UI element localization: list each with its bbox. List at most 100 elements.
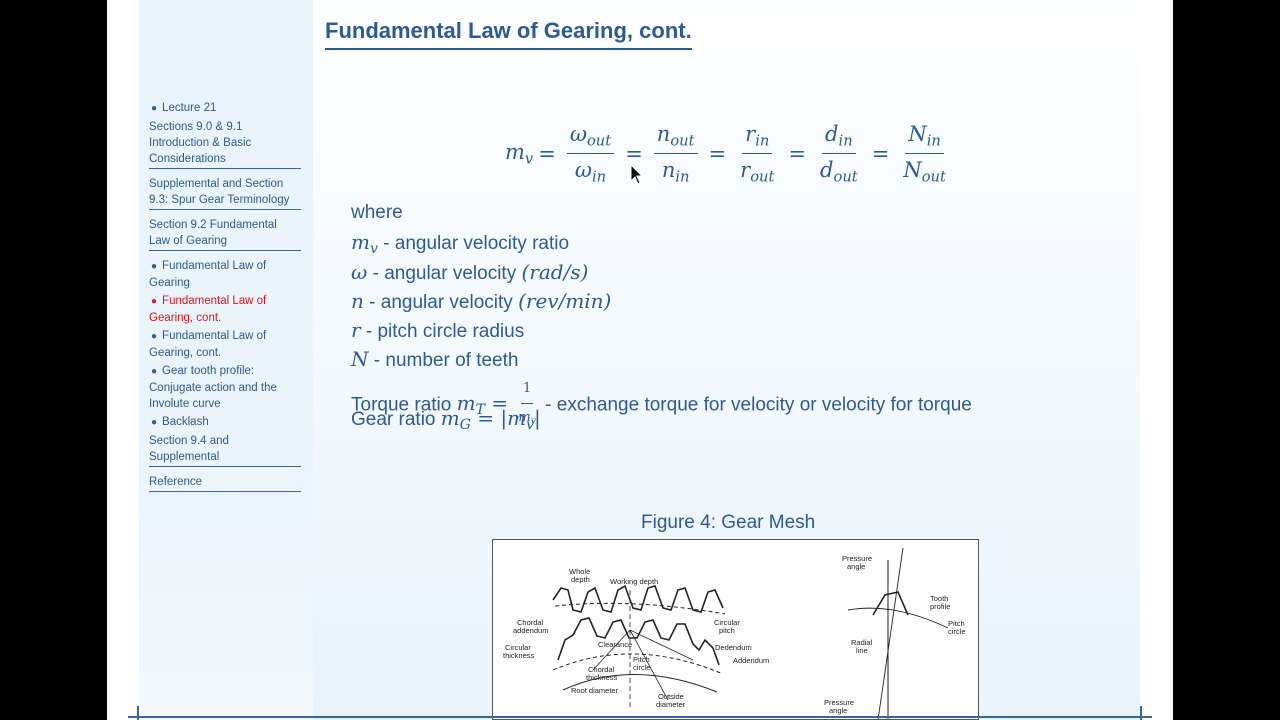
label-chordal-thickness-2: thickness	[586, 673, 618, 682]
label-tooth-profile-2: profile	[930, 602, 950, 611]
label-pressure-angle-top: Pressure	[842, 554, 872, 563]
equation-fraction-2: rin rout	[737, 122, 777, 186]
bullet-icon: ●	[151, 103, 158, 114]
label-chordal-thickness: Chordal	[588, 665, 615, 674]
label-pressure-angle-bottom-2: angle	[829, 706, 847, 715]
label-whole-depth-2: depth	[571, 575, 590, 584]
bottom-rule-tick-left	[137, 706, 139, 720]
equation-lhs: mv	[505, 140, 534, 168]
sidebar-item-label: Reference	[149, 476, 203, 488]
equals-sign: =	[788, 141, 807, 166]
sidebar-item-label: Fundamental Law of Gearing, cont.	[149, 295, 267, 324]
label-working-depth: Working depth	[610, 577, 658, 586]
sidebar-item-10[interactable]: Reference	[149, 474, 301, 492]
bottom-rule	[128, 716, 1152, 718]
n-definition: n - angular velocity (rev/min)	[351, 288, 612, 313]
sidebar-item-label: Fundamental Law of Gearing, cont.	[149, 330, 267, 359]
sidebar-item-5[interactable]: ●Fundamental Law of Gearing, cont.	[149, 293, 301, 326]
label-circular-pitch-2: pitch	[719, 626, 735, 635]
label-radial-line-2: line	[856, 646, 868, 655]
navigation-sidebar	[139, 0, 313, 720]
sidebar-item-3[interactable]: Section 9.2 Fundamental Law of Gearing	[149, 217, 301, 251]
label-pitch-circle: Pitch	[633, 655, 650, 664]
label-circular-thickness-2: thickness	[503, 651, 535, 660]
fraction-denominator: dout	[820, 158, 858, 186]
sidebar-item-4[interactable]: ●Fundamental Law of Gearing	[149, 258, 301, 291]
mouse-cursor-icon	[630, 164, 644, 185]
sidebar-item-label: Lecture 21	[162, 102, 217, 114]
sidebar-item-label: Supplemental and Section 9.3: Spur Gear …	[149, 178, 290, 206]
equals-sign: =	[871, 141, 890, 166]
equation-fraction-1: nout nin	[653, 122, 698, 186]
sidebar-item-label: Backlash	[162, 416, 209, 428]
sidebar-item-label: Section 9.2 Fundamental Law of Gearing	[149, 219, 277, 247]
label-circular-pitch: Circular	[714, 618, 740, 627]
label-chordal-addendum: Chordal	[517, 618, 544, 627]
slide-title: Fundamental Law of Gearing, cont.	[325, 18, 692, 50]
fraction-denominator: nin	[661, 158, 690, 186]
fraction-numerator: din	[822, 122, 856, 155]
sidebar-item-8[interactable]: ● Backlash	[149, 414, 301, 431]
equation-fraction-0: ωout ωin	[566, 122, 615, 186]
label-clearance: Clearance	[598, 640, 632, 649]
omega-definition: ω - angular velocity (rad/s)	[351, 259, 589, 284]
mv-definition: mv - angular velocity ratio	[351, 230, 570, 258]
gear-ratio: Gear ratio mG = |mv|	[351, 406, 541, 434]
fraction-denominator: rout	[740, 158, 775, 186]
fraction-numerator: nout	[653, 122, 698, 155]
fraction-numerator: Nin	[905, 122, 944, 155]
label-pressure-angle-bottom: Pressure	[824, 698, 854, 707]
label-dedendum: Dedendum	[715, 643, 752, 652]
label-chordal-addendum-2: addendum	[513, 626, 548, 635]
bullet-icon: ●	[151, 366, 158, 377]
r-definition: r - pitch circle radius	[351, 318, 525, 343]
sidebar-item-label: Gear tooth profile: Conjugate action and…	[149, 365, 277, 410]
sidebar-item-9[interactable]: Section 9.4 and Supplemental	[149, 433, 301, 467]
equals-sign: =	[538, 141, 556, 166]
gear-mesh-figure: Whole depth Working depth Chordal addend…	[492, 539, 979, 720]
sidebar-item-2[interactable]: Supplemental and Section 9.3: Spur Gear …	[149, 176, 301, 210]
figure-caption: Figure 4: Gear Mesh	[641, 512, 816, 533]
sidebar-item-label: Sections 9.0 & 9.1 Introduction & Basic …	[149, 121, 252, 165]
gear-mesh-diagram: Whole depth Working depth Chordal addend…	[503, 547, 966, 719]
label-outside-diameter: Outside	[658, 692, 684, 701]
label-pitch-circle-right-2: circle	[948, 627, 966, 636]
where-line: where	[351, 202, 403, 223]
bottom-rule-tick-right	[1140, 706, 1142, 720]
label-pitch-circle-2: circle	[633, 663, 651, 672]
fraction-numerator: ωout	[566, 122, 615, 155]
bullet-icon: ●	[151, 296, 158, 307]
equals-sign: =	[708, 141, 727, 166]
label-root-diameter: Root diameter	[571, 686, 619, 695]
label-radial-line: Radial	[851, 638, 873, 647]
equation-fraction-3: din dout	[817, 122, 861, 186]
sidebar-item-0[interactable]: ● Lecture 21	[149, 100, 301, 117]
label-addendum: Addendum	[733, 656, 769, 665]
fraction-numerator: rin	[742, 122, 773, 155]
N-definition: N - number of teeth	[351, 347, 519, 372]
equals-sign: =	[625, 141, 643, 166]
label-pressure-angle-top-2: angle	[847, 562, 865, 571]
sidebar-item-1[interactable]: Sections 9.0 & 9.1 Introduction & Basic …	[149, 119, 301, 169]
label-circular-thickness: Circular	[505, 643, 531, 652]
bullet-icon: ●	[151, 261, 158, 272]
sidebar-item-6[interactable]: ●Fundamental Law of Gearing, cont.	[149, 328, 301, 361]
bullet-icon: ●	[151, 417, 158, 428]
fraction-denominator: Nout	[903, 158, 946, 186]
definitions-list: where mv - angular velocity ratio ω - an…	[351, 199, 972, 433]
sidebar-item-7[interactable]: ●Gear tooth profile: Conjugate action an…	[149, 363, 301, 412]
bullet-icon: ●	[151, 331, 158, 342]
fraction-denominator: ωin	[574, 158, 607, 186]
label-pitch-circle-right: Pitch	[948, 619, 965, 628]
label-whole-depth: Whole	[569, 567, 590, 576]
label-outside-diameter-2: diameter	[656, 700, 686, 709]
sidebar-item-label: Fundamental Law of Gearing	[149, 260, 267, 289]
label-tooth-profile: Tooth	[930, 594, 948, 603]
sidebar-nav: ● Lecture 21 Sections 9.0 & 9.1 Introducti…	[149, 100, 301, 499]
sidebar-item-label: Section 9.4 and Supplemental	[149, 435, 229, 463]
